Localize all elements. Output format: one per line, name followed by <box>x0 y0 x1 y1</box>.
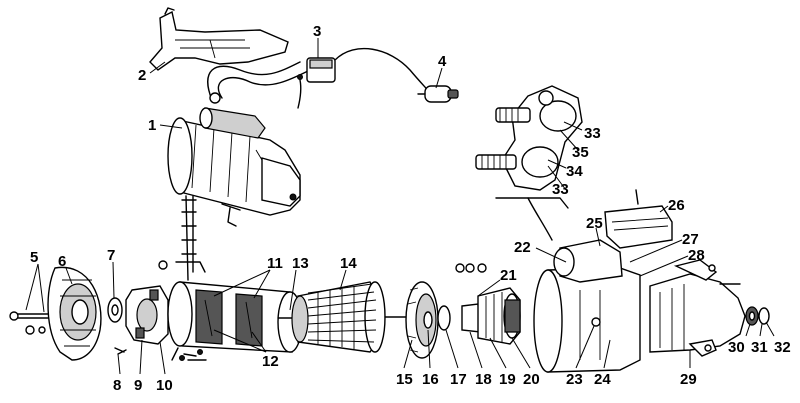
ignition-switch <box>417 85 459 103</box>
callout-7: 7 <box>107 247 115 264</box>
callout-25: 25 <box>586 215 603 232</box>
callout-19: 19 <box>499 371 516 388</box>
callout-3: 3 <box>313 23 321 40</box>
callout-27: 27 <box>682 231 699 248</box>
callout-22: 22 <box>514 239 531 256</box>
end-fasteners <box>745 306 770 326</box>
callout-10: 10 <box>156 377 173 394</box>
wiring-harness <box>207 47 433 109</box>
leader-lines <box>25 38 775 375</box>
callout-1: 1 <box>148 117 156 134</box>
callout-5: 5 <box>30 249 38 266</box>
callout-8: 8 <box>113 377 121 394</box>
armature <box>277 281 413 353</box>
callout-31: 31 <box>751 339 768 356</box>
callout-14: 14 <box>340 255 357 272</box>
contact-plate-inset <box>475 85 583 241</box>
callout-34: 34 <box>566 163 583 180</box>
callout-11: 11 <box>267 255 283 272</box>
callout-2: 2 <box>138 67 146 84</box>
callout-6: 6 <box>58 253 66 270</box>
starter-assembly <box>167 92 301 227</box>
brush-holder <box>114 285 169 355</box>
callout-33-lower: 33 <box>552 181 569 198</box>
callout-30: 30 <box>728 339 745 356</box>
callout-26: 26 <box>668 197 685 214</box>
callout-12: 12 <box>262 353 279 370</box>
callout-35: 35 <box>572 144 589 161</box>
callout-17: 17 <box>450 371 467 388</box>
rear-cover <box>47 266 102 361</box>
callout-32: 32 <box>774 339 791 356</box>
callout-16: 16 <box>422 371 439 388</box>
callout-23: 23 <box>566 371 583 388</box>
nose-housing <box>649 259 746 357</box>
drive-end-shield <box>405 281 439 359</box>
washer-7 <box>107 297 123 323</box>
callout-21: 21 <box>500 267 517 284</box>
callout-29: 29 <box>680 371 697 388</box>
callout-13: 13 <box>292 255 309 272</box>
callout-24: 24 <box>594 371 611 388</box>
callout-9: 9 <box>134 377 142 394</box>
relay <box>297 57 336 83</box>
callout-numbers: 1 2 3 4 5 6 7 8 9 10 11 12 13 14 15 16 1… <box>30 23 791 394</box>
pinion-drive <box>437 263 521 345</box>
callout-4: 4 <box>438 53 447 70</box>
starter-housing <box>533 189 673 373</box>
callout-20: 20 <box>523 371 540 388</box>
callout-28: 28 <box>688 247 705 264</box>
callout-18: 18 <box>475 371 492 388</box>
callout-15: 15 <box>396 371 413 388</box>
callout-33-upper: 33 <box>584 125 601 142</box>
mounting-bracket <box>149 7 289 71</box>
field-housing <box>158 195 303 361</box>
